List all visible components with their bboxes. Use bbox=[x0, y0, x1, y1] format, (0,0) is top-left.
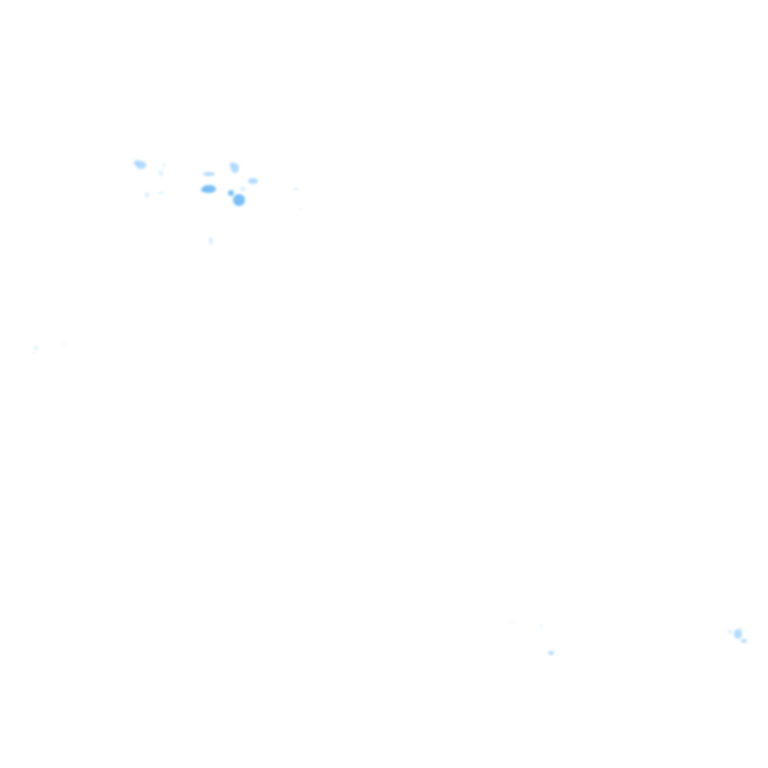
precip-echo-cluster-northwest-11 bbox=[295, 188, 297, 190]
precip-blob bbox=[228, 190, 234, 196]
precip-echo-cluster-northwest-12 bbox=[300, 208, 302, 210]
precip-echo-cluster-northwest-7 bbox=[228, 190, 245, 206]
precip-blob bbox=[540, 625, 542, 627]
precip-echo-cluster-southeast-2 bbox=[728, 630, 732, 634]
precip-blob bbox=[163, 163, 165, 167]
precip-echo-cluster-south-3 bbox=[540, 625, 542, 627]
precip-echo-cluster-northwest-5 bbox=[145, 192, 164, 198]
precip-blob bbox=[734, 629, 742, 639]
precip-blob bbox=[740, 627, 742, 631]
precip-echo-cluster-northwest-1 bbox=[134, 160, 146, 169]
precip-blob bbox=[33, 352, 35, 354]
precip-echo-cluster-northwest-9 bbox=[248, 178, 258, 184]
precip-echo-cluster-south-1 bbox=[548, 651, 554, 655]
precip-blob bbox=[295, 188, 297, 190]
precip-blob bbox=[548, 651, 554, 655]
precip-echo-cluster-northwest-10 bbox=[209, 237, 213, 245]
precip-echo-cluster-west-1 bbox=[33, 346, 38, 354]
precip-echo-cluster-west-2 bbox=[63, 343, 65, 345]
precip-blob bbox=[230, 162, 234, 168]
precip-blob bbox=[248, 178, 258, 184]
precip-blob bbox=[134, 160, 140, 166]
precip-blob bbox=[728, 630, 732, 634]
precip-blob bbox=[34, 346, 38, 350]
precip-blob bbox=[300, 208, 302, 210]
precip-echo-cluster-northwest-8 bbox=[240, 187, 246, 191]
precip-echo-cluster-southeast-3 bbox=[740, 627, 742, 631]
precip-blob bbox=[159, 170, 163, 176]
precip-blob bbox=[63, 343, 65, 345]
precip-blob bbox=[158, 192, 164, 194]
precip-blob bbox=[209, 237, 213, 245]
precip-echo-cluster-northwest-2 bbox=[159, 163, 165, 176]
precip-echo-cluster-south-2 bbox=[511, 621, 513, 623]
precip-blob bbox=[145, 192, 149, 198]
precip-echo-cluster-southeast-1 bbox=[734, 629, 747, 643]
precipitation-layer bbox=[33, 160, 747, 655]
precip-blob bbox=[233, 194, 245, 206]
precip-blob bbox=[741, 639, 747, 643]
precip-blob bbox=[511, 621, 513, 623]
precip-echo-cluster-northwest-3 bbox=[201, 185, 216, 193]
precip-blob bbox=[240, 187, 246, 191]
precip-blob bbox=[201, 188, 207, 192]
precip-blob bbox=[203, 172, 215, 176]
precip-echo-cluster-northwest-4 bbox=[203, 172, 215, 176]
precip-echo-cluster-northwest-6 bbox=[230, 162, 239, 173]
